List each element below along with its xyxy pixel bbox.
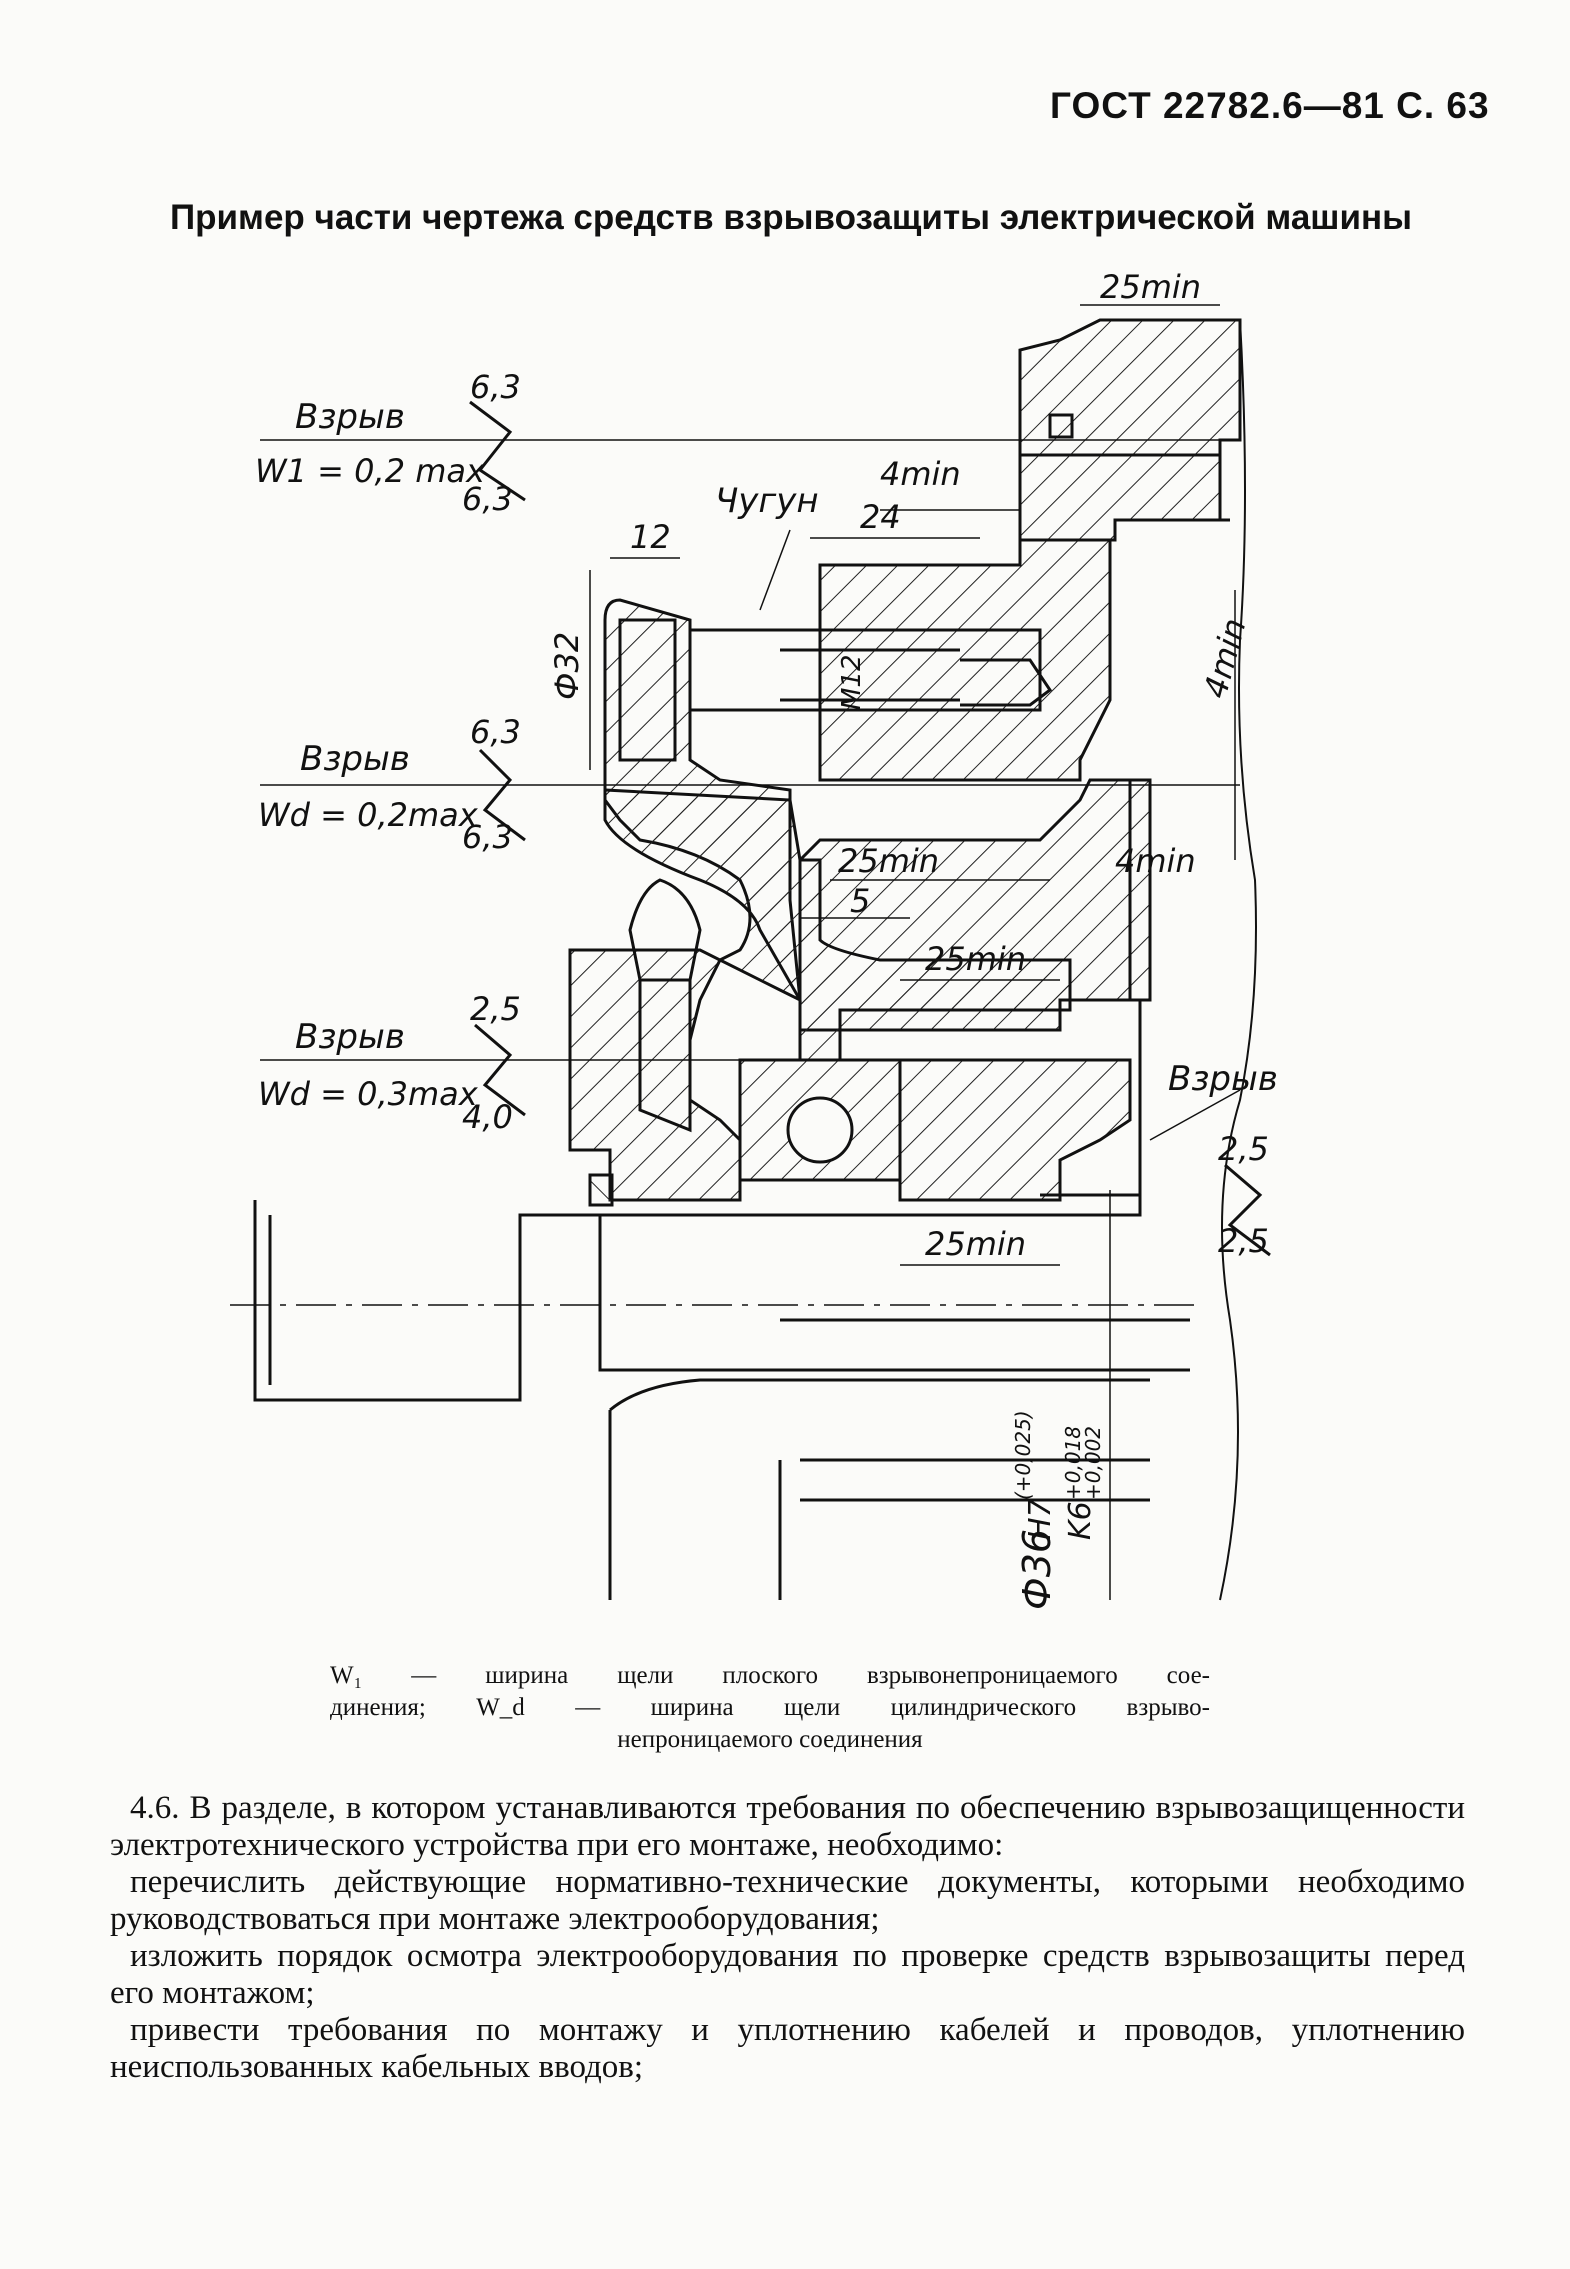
bolt-body	[688, 628, 1042, 712]
joint1-rough-top: 6,3	[470, 368, 521, 406]
dim-top-25min: 25min	[1100, 268, 1201, 306]
body-text: 4.6. В разделе, в котором устанавливаютс…	[110, 1790, 1465, 2086]
material-chugun: Чугун	[715, 481, 819, 521]
roughness-3	[474, 1023, 526, 1117]
joint1-width: W1 = 0,2 max	[255, 452, 486, 490]
fit-k6-tol-up: +0,018	[1061, 1426, 1085, 1500]
fit-k6: K6	[1063, 1501, 1098, 1540]
technical-drawing: Взрыв W1 = 0,2 max 6,3 6,3 Взрыв Wd = 0,…	[230, 268, 1278, 1610]
leader-vzryv4	[1149, 1089, 1241, 1141]
joint1-rough-bottom: 6,3	[462, 480, 513, 518]
lower-cover	[598, 1215, 1190, 1372]
joint3-rough-top: 2,5	[470, 990, 521, 1028]
dim-25min-bottom: 25min	[925, 1225, 1026, 1263]
housing-top-block	[1018, 318, 1242, 457]
dim-m12: M12	[837, 654, 867, 710]
joint2-width: Wd = 0,2max	[258, 796, 479, 834]
dim-4min-top: 4min	[880, 455, 961, 493]
fit-h7-tol: (+0,025)	[1011, 1410, 1035, 1500]
joint3-width: Wd = 0,3max	[258, 1075, 479, 1113]
page-header: ГОСТ 22782.6—81 С. 63	[1050, 85, 1490, 126]
bolt-head	[618, 618, 677, 762]
dim-25min-low: 25min	[925, 940, 1026, 978]
fit-k6-tol-low: +0,002	[1081, 1426, 1105, 1500]
paragraph-list-item-1: перечислить действующие нормативно-техни…	[110, 1864, 1465, 1937]
dim-25min-mid: 25min	[838, 842, 939, 880]
seal-ring-shaft	[588, 1173, 614, 1207]
roughness-4	[1224, 1163, 1271, 1257]
caption-line-1: W₁ — ширина щели плоского взрывонепрониц…	[330, 1662, 1210, 1689]
housing-shield	[1018, 453, 1222, 542]
dim-4min-vert: 4min	[1196, 614, 1254, 702]
joint4-rough-bottom: 2,5	[1218, 1222, 1269, 1260]
right-boundary	[1219, 319, 1257, 1601]
leader-chugun	[759, 529, 791, 611]
dim-phi32: Ф32	[548, 632, 586, 700]
joint4-rough-top: 2,5	[1218, 1130, 1269, 1168]
figure-caption: W₁ — ширина щели плоского взрывонепрониц…	[330, 1660, 1210, 1756]
paragraph-list-item-2: изложить порядок осмотра электрооборудов…	[110, 1938, 1465, 2011]
joint2-word: Взрыв	[300, 739, 410, 779]
middle-shield	[798, 858, 1072, 1062]
joint4-word: Взрыв	[1168, 1059, 1278, 1099]
bolt-tip	[960, 658, 1053, 707]
dim-4min-mid: 4min	[1115, 842, 1196, 880]
dim-12: 12	[630, 518, 671, 556]
dim-5: 5	[850, 882, 870, 920]
ball-bearing-ball	[786, 1096, 854, 1164]
bearing-right-section	[898, 1058, 1132, 1202]
caption-line-3: непроницаемого соединения	[617, 1726, 923, 1753]
drawing-title: Пример части чертежа средств взрывозащит…	[170, 198, 1413, 237]
nut	[628, 878, 702, 982]
nut-stem	[638, 980, 692, 1133]
lower-cover-2	[609, 1378, 1150, 1412]
joint3-rough-bottom: 4,0	[462, 1098, 513, 1136]
joint3-word: Взрыв	[295, 1017, 405, 1057]
roughness-2	[478, 748, 526, 842]
dim-24: 24	[860, 498, 901, 536]
seal-ring-top	[1048, 413, 1074, 439]
paragraph-list-item-3: привести требования по монтажу и уплотне…	[110, 2012, 1465, 2085]
fit-phi36: Ф36	[1015, 1529, 1059, 1610]
joint1-word: Взрыв	[295, 397, 405, 437]
paragraph-4-6: 4.6. В разделе, в котором устанавливаютс…	[110, 1790, 1465, 1863]
fit-h7: H7	[1023, 1498, 1058, 1540]
joint2-rough-bottom: 6,3	[462, 818, 513, 856]
housing-right-wall	[1128, 780, 1142, 1200]
caption-line-2: динения; W_d — ширина щели цилиндрическо…	[330, 1694, 1210, 1721]
bolt-thread	[780, 648, 960, 702]
roughness-1	[469, 400, 526, 502]
bearing-cover-left	[568, 948, 742, 1202]
joint2-rough-top: 6,3	[470, 713, 521, 751]
